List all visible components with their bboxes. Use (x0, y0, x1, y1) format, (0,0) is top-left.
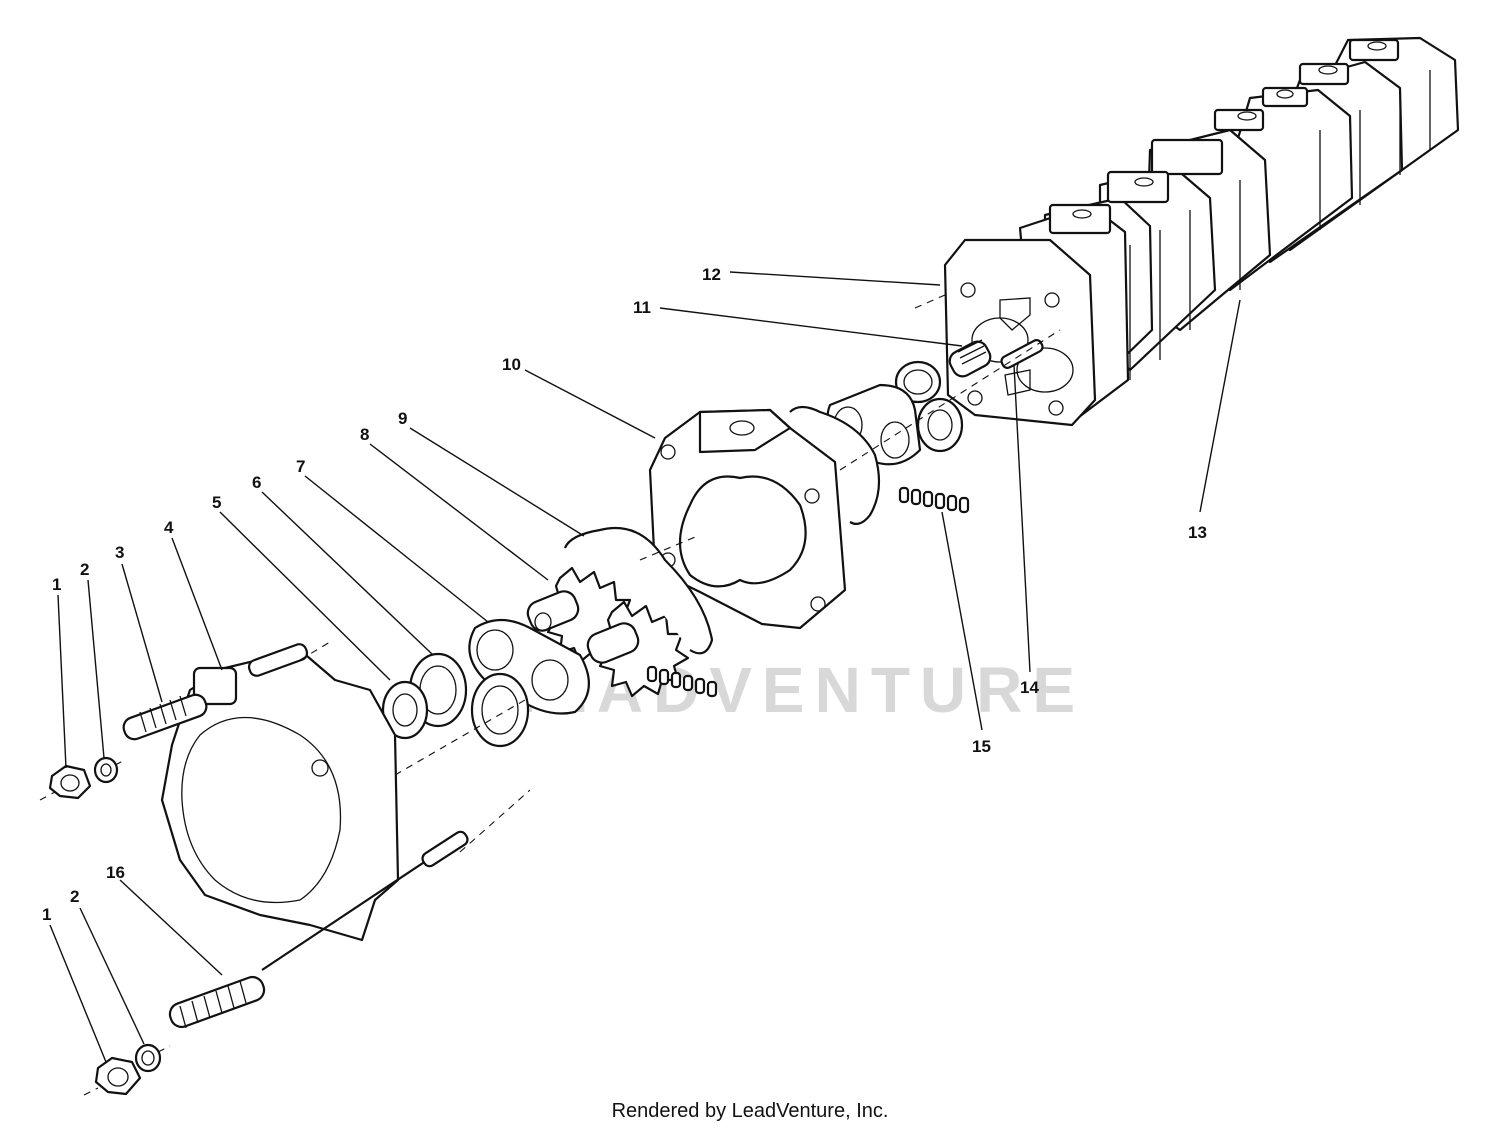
seal-pack-lower (646, 665, 718, 698)
hex-nut-1-lower (94, 1056, 142, 1096)
callout-11: 11 (633, 298, 651, 317)
shaft-seal-5 (381, 680, 429, 740)
callout-7: 7 (296, 457, 305, 476)
stud-3 (122, 643, 309, 741)
stud-16 (168, 830, 469, 1029)
callout-15: 15 (972, 737, 991, 756)
callout-2-lower: 2 (70, 887, 79, 906)
end-cover-4 (160, 648, 400, 942)
wear-plate-7 (468, 618, 590, 715)
callout-1-lower: 1 (42, 905, 51, 924)
spline-shaft-11 (948, 339, 992, 378)
callout-10: 10 (502, 355, 521, 374)
callout-8: 8 (360, 425, 369, 444)
callout-1-upper: 1 (52, 575, 61, 594)
callout-9: 9 (398, 409, 407, 428)
callout-16: 16 (106, 863, 125, 882)
dowel-pin-14 (1000, 339, 1044, 369)
seal-pack-15 (898, 486, 970, 514)
callout-3: 3 (115, 543, 124, 562)
callout-14: 14 (1020, 678, 1039, 697)
hex-nut-1-upper (48, 764, 92, 800)
callout-13: 13 (1188, 523, 1207, 542)
lock-washer-2-upper (93, 756, 119, 784)
callout-2-upper: 2 (80, 560, 89, 579)
callout-6: 6 (252, 473, 261, 492)
o-ring-9 (563, 526, 714, 655)
callout-12: 12 (702, 265, 721, 284)
render-credit: Rendered by LeadVenture, Inc. (611, 1100, 889, 1122)
callout-4: 4 (164, 518, 174, 537)
gear-housing-10 (648, 408, 847, 630)
callout-labels: 1 2 3 4 5 6 7 8 9 10 11 12 13 14 15 16 1… (42, 265, 1207, 924)
leader-lines (49, 271, 1241, 1063)
pump-assembly-13 (943, 36, 1460, 427)
lock-washer-2-lower (134, 1043, 162, 1073)
callout-5: 5 (212, 493, 221, 512)
assembly-axes (39, 294, 1061, 1096)
